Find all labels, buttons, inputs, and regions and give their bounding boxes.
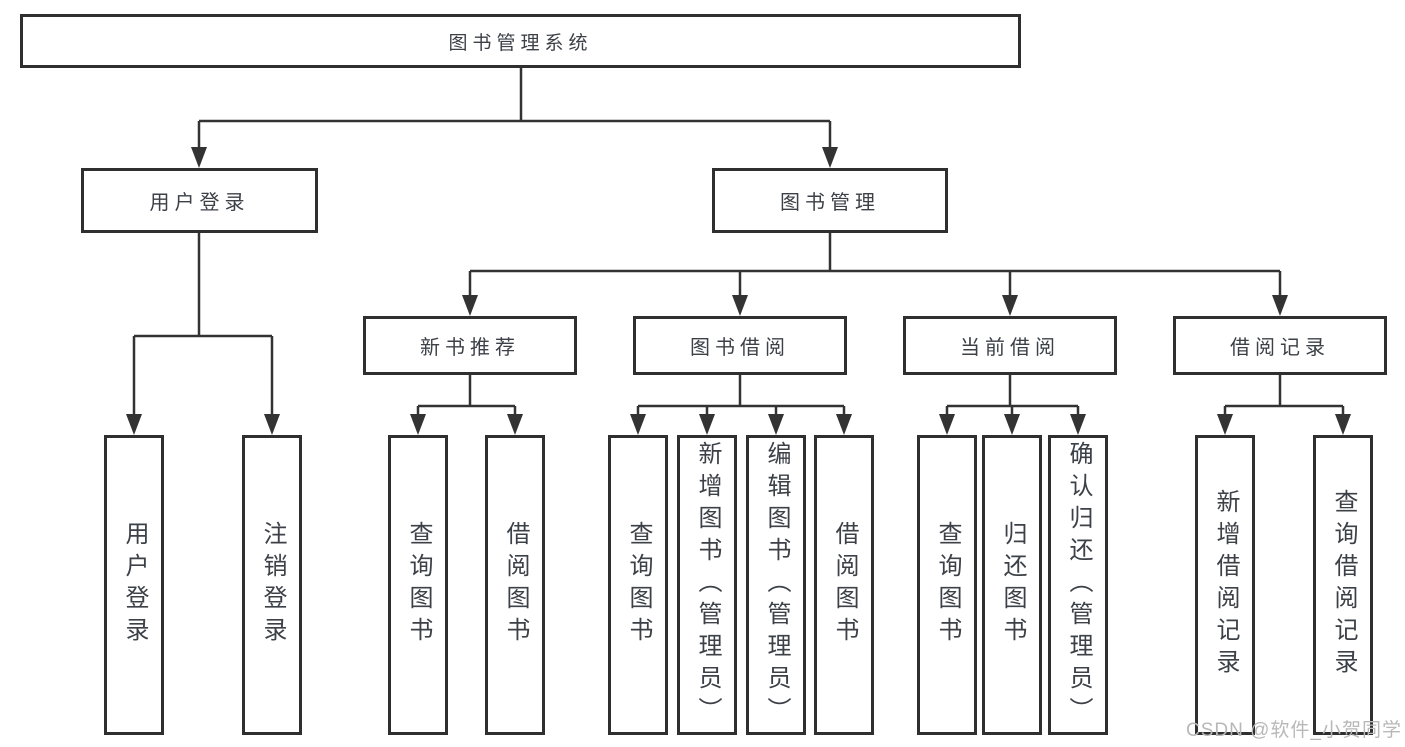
node-label: 用户登录 [149,192,250,214]
node-leaf-query-books-borrowing: 查询图书 [608,435,668,735]
node-leaf-edit-book-admin: 编辑图书（管理员） [746,435,806,735]
node-label: 新增借阅记录 [1212,489,1239,681]
node-leaf-borrow-books: 借阅图书 [814,435,874,735]
node-book-borrowing: 图书借阅 [633,316,847,375]
node-label: 借阅图书 [831,521,858,649]
node-leaf-return-book: 归还图书 [982,435,1042,735]
node-label: 当前借阅 [960,337,1060,359]
node-label: 归还图书 [999,521,1026,649]
node-label: 图书借阅 [690,337,790,359]
node-leaf-query-books-recommend: 查询图书 [388,435,448,735]
watermark: CSDN @软件_小贺同学 [1186,720,1402,741]
node-label: 编辑图书（管理员） [763,441,790,729]
node-label: 确认归还（管理员） [1065,441,1092,729]
node-leaf-add-book-admin: 新增图书（管理员） [677,435,737,735]
node-label: 注销登录 [259,521,286,649]
node-new-book-recommend: 新书推荐 [363,316,577,375]
node-label: 查询图书 [934,521,961,649]
node-label: 查询图书 [625,521,652,649]
node-label: 新增图书（管理员） [694,441,721,729]
node-leaf-add-borrow-record: 新增借阅记录 [1195,435,1255,735]
node-label: 借阅图书 [502,521,529,649]
node-label: 查询图书 [405,521,432,649]
node-leaf-user-login: 用户登录 [104,435,164,735]
node-leaf-confirm-return-admin: 确认归还（管理员） [1048,435,1108,735]
node-label: 借阅记录 [1230,337,1330,359]
node-library-management-system: 图书管理系统 [20,14,1021,68]
node-leaf-query-borrow-record: 查询借阅记录 [1313,435,1373,735]
node-label: 查询借阅记录 [1330,489,1357,681]
node-label: 新书推荐 [420,337,520,359]
node-book-management: 图书管理 [712,168,948,233]
node-label: 图书管理 [780,192,880,214]
node-label: 图书管理系统 [448,32,593,54]
node-leaf-logout: 注销登录 [242,435,302,735]
node-leaf-query-books-current: 查询图书 [917,435,977,735]
node-borrow-records: 借阅记录 [1173,316,1387,375]
node-leaf-borrow-books-recommend: 借阅图书 [485,435,545,735]
node-label: 用户登录 [121,521,148,649]
node-user-login: 用户登录 [81,168,318,233]
node-current-borrowing: 当前借阅 [903,316,1117,375]
